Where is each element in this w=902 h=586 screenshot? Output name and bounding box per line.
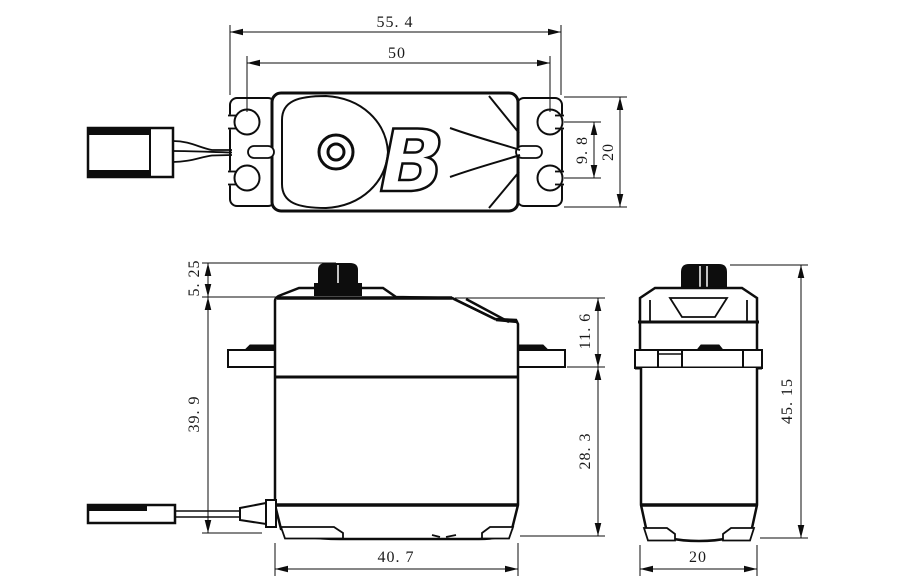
- output-shaft-spline: [314, 263, 362, 296]
- side-flange-band: [634, 344, 763, 370]
- side-view: 45. 15 20: [634, 264, 808, 576]
- tab-slot-left: [247, 145, 275, 159]
- side-shaft-spline: [681, 264, 727, 290]
- front-top-details: [275, 296, 519, 507]
- tab-hole-openings: [226, 114, 566, 186]
- front-view: 5. 25 39. 9 11. 6 28. 3 40. 7: [86, 260, 605, 576]
- front-flanges: [227, 344, 566, 368]
- svg-text:9. 8: 9. 8: [574, 136, 591, 164]
- dim-case-width-top: 20: [564, 96, 627, 208]
- output-shaft-inner: [326, 142, 346, 162]
- top-view: B 55. 4: [86, 14, 627, 213]
- dim-lower-section: 28. 3: [577, 433, 594, 470]
- mount-hole: [536, 164, 564, 192]
- dim-overall-width: 55. 4: [229, 14, 562, 95]
- mount-hole: [233, 164, 261, 192]
- svg-text:45. 15: 45. 15: [779, 378, 796, 424]
- tab-slot-right: [515, 145, 543, 159]
- side-feet: [642, 527, 756, 542]
- front-feet: [279, 526, 515, 540]
- lead-wire-assembly: [86, 499, 277, 528]
- gear-head-outline: [281, 94, 390, 210]
- dim-right-sections: 11. 6 28. 3: [455, 297, 605, 537]
- servo-wires: [172, 140, 233, 163]
- dim-shaft-height: 5. 25: [186, 260, 203, 297]
- front-case-outline: [273, 286, 520, 541]
- brand-logo: B: [379, 112, 445, 212]
- dim-overall-height: 45. 15: [730, 264, 808, 539]
- side-top-cap: [638, 286, 759, 324]
- dim-body-height: 39. 9: [186, 396, 203, 433]
- output-shaft-outer: [317, 133, 355, 171]
- svg-text:20: 20: [689, 549, 707, 566]
- svg-text:55. 4: 55. 4: [377, 14, 414, 31]
- dim-top-section: 11. 6: [577, 313, 594, 349]
- dim-case-width-side: 20: [639, 545, 758, 576]
- connector-plug: [86, 126, 175, 179]
- svg-text:50: 50: [388, 45, 406, 62]
- case-decoration: [449, 95, 521, 209]
- svg-text:40. 7: 40. 7: [378, 549, 415, 566]
- dim-case-length: 40. 7: [274, 543, 519, 576]
- dim-shaft-and-body-height: 5. 25 39. 9: [186, 260, 336, 534]
- side-case-outline: [639, 368, 759, 543]
- dim-hole-span: 50: [246, 45, 551, 112]
- svg-text:20: 20: [600, 143, 617, 161]
- dim-hole-pitch: 9. 8: [564, 121, 601, 179]
